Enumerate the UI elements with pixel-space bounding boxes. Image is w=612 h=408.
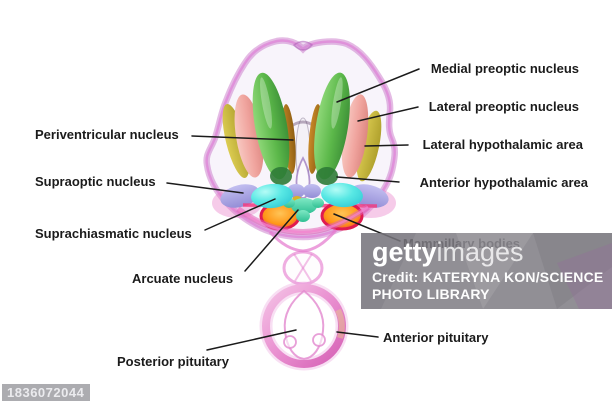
label-suprachiasmatic-nucleus: Suprachiasmatic nucleus bbox=[35, 226, 192, 241]
label-arcuate-nucleus: Arcuate nucleus bbox=[132, 271, 234, 286]
getty-logo: gettyimages bbox=[372, 237, 524, 268]
credit-line-2: PHOTO LIBRARY bbox=[372, 286, 490, 302]
watermark-facet-background bbox=[361, 233, 612, 309]
label-lateral-hypothalamic-area: Lateral hypothalamic area bbox=[422, 137, 583, 152]
pituitary-gland bbox=[259, 281, 349, 371]
supraoptic-medial-right bbox=[303, 184, 321, 198]
suprachiasmatic-arcuate-teal bbox=[283, 196, 324, 222]
pointer-line-lateral-preoptic bbox=[357, 106, 419, 122]
label-anterior-hypothalamic-area: Anterior hypothalamic area bbox=[419, 175, 588, 190]
getty-logo-light: images bbox=[436, 237, 524, 267]
label-medial-preoptic-nucleus: Medial preoptic nucleus bbox=[430, 61, 579, 76]
membrane-bottom-fold bbox=[236, 204, 370, 236]
label-anterior-pituitary: Anterior pituitary bbox=[383, 330, 489, 345]
label-lateral-preoptic-nucleus: Lateral preoptic nucleus bbox=[428, 99, 579, 114]
anterior-hypothalamic-right bbox=[321, 182, 363, 208]
pointer-line-medial-preoptic bbox=[336, 68, 420, 103]
credit-line-1: Credit: KATERYNA KON/SCIENCE bbox=[372, 269, 604, 285]
getty-watermark: gettyimages Credit: KATERYNA KON/SCIENCE… bbox=[361, 233, 612, 309]
watermark-credit: Credit: KATERYNA KON/SCIENCE PHOTO LIBRA… bbox=[372, 269, 603, 303]
pointer-line-periventricular bbox=[191, 135, 294, 141]
pointer-line-anterior-pituitary bbox=[336, 331, 379, 338]
pointer-line-posterior-pituitary bbox=[206, 329, 297, 351]
pointer-line-supraoptic bbox=[166, 182, 244, 194]
pituitary-stalk bbox=[268, 229, 338, 286]
pointer-line-suprachiasmatic bbox=[204, 198, 276, 231]
pointer-line-lateral-hypothalamic bbox=[364, 144, 409, 147]
label-periventricular-nucleus: Periventricular nucleus bbox=[35, 127, 179, 142]
medial-preoptic-nucleus-left bbox=[252, 72, 292, 185]
pointer-line-arcuate bbox=[244, 209, 299, 272]
label-supraoptic-nucleus: Supraoptic nucleus bbox=[35, 174, 156, 189]
medial-preoptic-nucleus-right bbox=[314, 72, 350, 185]
supraoptic-nucleus-left bbox=[220, 184, 260, 208]
anterior-hypothalamic-left bbox=[251, 183, 293, 209]
getty-logo-bold: getty bbox=[372, 237, 437, 267]
image-id-badge: 1836072044 bbox=[2, 384, 91, 401]
label-posterior-pituitary: Posterior pituitary bbox=[117, 354, 229, 369]
pointer-line-anterior-hypothalamic bbox=[336, 176, 400, 183]
